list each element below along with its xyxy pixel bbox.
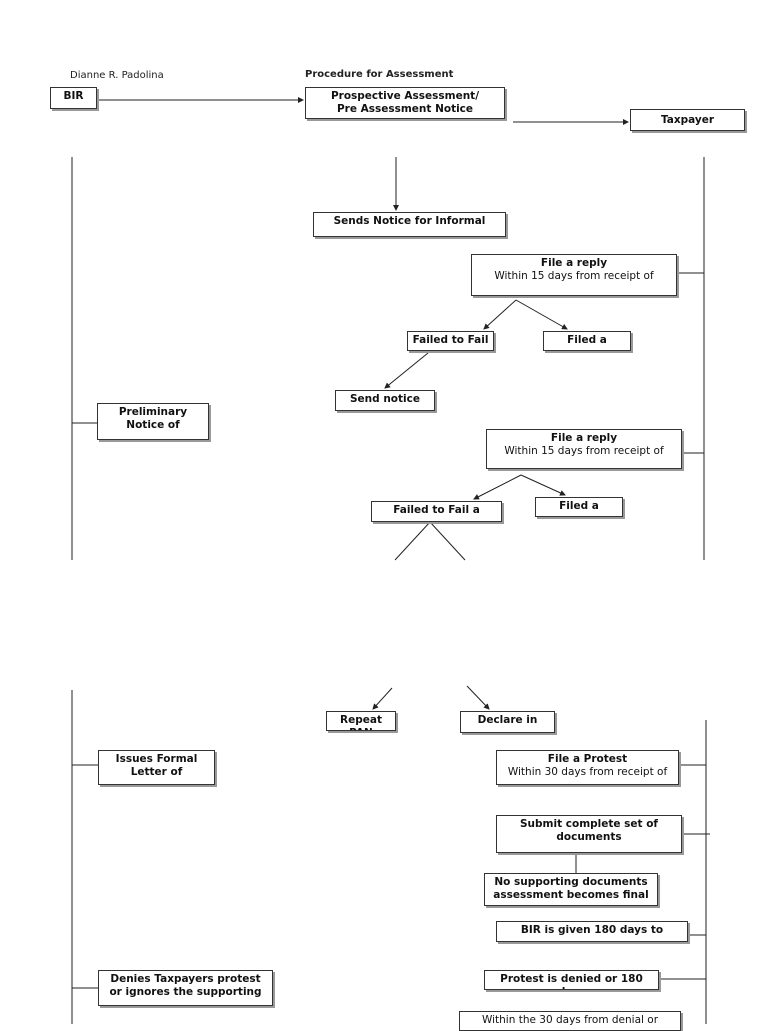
filed-box-1: Filed a <box>543 331 631 351</box>
failed-box-2: Failed to Fail a <box>371 501 502 522</box>
repeat-pan-box: Repeat PAN <box>326 711 396 731</box>
within-30-days-box: Within the 30 days from denial or <box>459 1011 681 1031</box>
taxpayer-box: Taxpayer <box>630 109 745 131</box>
bir-box: BIR <box>50 87 97 109</box>
protest-denied-box: Protest is denied or 180 days <box>484 970 659 990</box>
author-name: Dianne R. Padolina <box>70 70 164 81</box>
page-title: Procedure for Assessment <box>305 69 454 80</box>
filed-box-2: Filed a <box>535 497 623 517</box>
bir-180-days-box: BIR is given 180 days to <box>496 921 688 942</box>
declare-in-box: Declare in <box>460 711 555 733</box>
send-notice-box: Send notice <box>335 390 435 411</box>
failed-box-1: Failed to Fail a <box>407 331 494 351</box>
prospective-assessment-box: Prospective Assessment/Pre Assessment No… <box>305 87 505 119</box>
sends-notice-box: Sends Notice for Informal <box>313 212 506 237</box>
